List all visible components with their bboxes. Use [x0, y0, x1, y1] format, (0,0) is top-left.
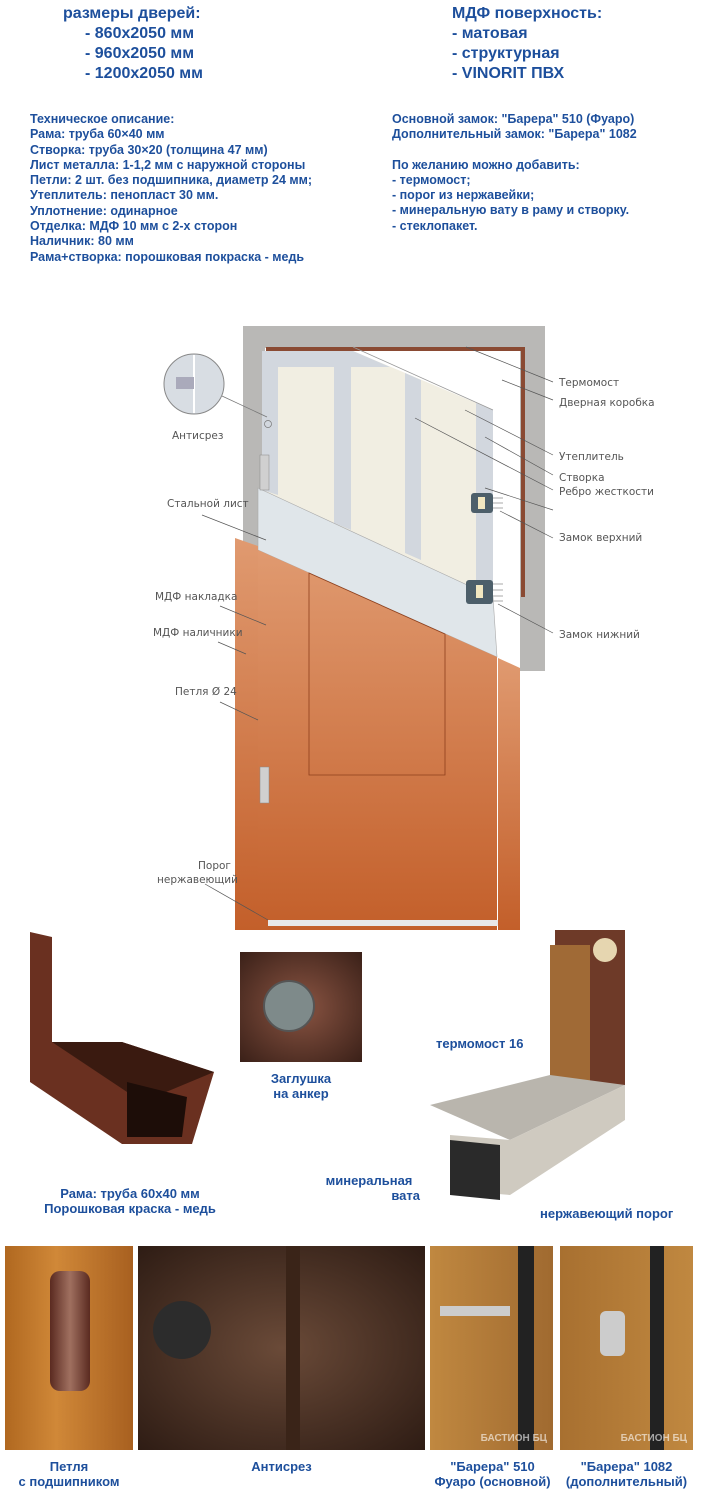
label-door-box: Дверная коробка [559, 397, 655, 409]
mdf-casing-left [235, 538, 258, 930]
threshold [268, 920, 498, 926]
label-lock-bottom: Замок нижний [559, 629, 640, 641]
label-threshold: нержавеющий [157, 874, 238, 886]
hinge-icon [259, 454, 270, 491]
thermo-label: термомост 16 [436, 1036, 524, 1051]
tech-line: Лист металла: 1-1,2 мм с наружной сторон… [30, 157, 306, 172]
mdf-title: МДФ поверхность: [452, 5, 603, 22]
leader-lines [201, 346, 554, 921]
tech-line: Рама+створка: порошковая покраска - медь [30, 249, 305, 264]
option-line: - стеклопакет. [392, 218, 478, 233]
label-rib: Ребро жесткости [559, 486, 654, 498]
lock-line: Основной замок: "Барера" 510 (Фуаро) [392, 112, 635, 126]
leaf-profile [262, 351, 390, 495]
label-insulation: Утеплитель [559, 451, 624, 463]
rib [405, 373, 421, 560]
mdf-item: - структурная [452, 45, 560, 62]
label-steel: Стальной лист [167, 498, 249, 510]
tech-line: Створка: труба 30×20 (толщина 47 мм) [30, 142, 268, 157]
tech-line: Петли: 2 шт. без подшипника, диаметр 24 … [30, 173, 313, 188]
anticut-caption: Антисрез [251, 1459, 312, 1474]
door-diagram [163, 326, 554, 930]
sizes-block: размеры дверей: - 860x2050 мм - 960x2050… [63, 4, 203, 84]
hinge-icon [259, 766, 270, 804]
frame-profile-photo [22, 932, 214, 1144]
tech-line: Утеплитель: пенопласт 30 мм. [30, 188, 219, 203]
mdf-panel-inset [308, 572, 446, 776]
lock-line: Дополнительный замок: "Барера" 1082 [392, 127, 637, 142]
label-lock-top: Замок верхний [559, 532, 643, 544]
label-hinge: Петля Ø 24 [175, 686, 237, 698]
tech-line: Уплотнение: одинарное [30, 203, 178, 218]
hinge-photo [5, 1246, 133, 1450]
size-item: - 860x2050 мм [85, 25, 195, 42]
mdf-block: МДФ поверхность: - матовая - структурная… [452, 4, 602, 84]
label-threshold: Порог [198, 860, 231, 872]
mdf-item: - VINORIT ПВХ [452, 65, 565, 82]
tech-line: Наличник: 80 мм [30, 234, 134, 249]
locks-info: Основной замок: "Барера" 510 (Фуаро) Доп… [392, 112, 637, 234]
watermark: БАСТИОН БЦ [620, 1433, 687, 1444]
option-line: - порог из нержавейки; [392, 188, 535, 203]
mdf-item: - матовая [452, 25, 528, 42]
anticut-detail-icon [163, 353, 272, 428]
mdf-panel [258, 550, 497, 930]
insulation [262, 351, 493, 600]
anchor-plug-photo [240, 952, 362, 1062]
label-mdf-casing: МДФ наличники [153, 627, 243, 639]
lock-1082-photo: БАСТИОН БЦ [560, 1246, 693, 1450]
anticut-photo [138, 1246, 425, 1450]
tech-line: Отделка: МДФ 10 мм с 2-х сторон [30, 219, 238, 234]
lock-1082-caption: "Барера" 1082(дополнительный) [565, 1459, 688, 1489]
lock-bottom-icon [466, 580, 503, 604]
size-item: - 960x2050 мм [85, 45, 195, 62]
label-anticut: Антисрез [172, 430, 224, 442]
label-thermo: Термомост [559, 377, 620, 389]
tech-line: Техническое описание: [30, 112, 175, 126]
sizes-title: размеры дверей: [63, 5, 201, 22]
option-line: - термомост; [392, 172, 471, 187]
tech-description: Техническое описание: Рама: труба 60×40 … [30, 112, 312, 265]
size-item: - 1200x2050 мм [85, 65, 203, 82]
mdf-casing-right [498, 658, 520, 930]
watermark: БАСТИОН БЦ [480, 1433, 547, 1444]
label-mdf-panel: МДФ накладка [155, 591, 238, 603]
label-leaf: Створка [559, 472, 605, 484]
lock-top-icon [471, 493, 503, 513]
thermo-bridge-photo [430, 925, 630, 1215]
lock-510-photo: БАСТИОН БЦ [430, 1246, 553, 1450]
rib [334, 367, 351, 530]
tech-line: Рама: труба 60×40 мм [30, 127, 165, 142]
option-line: По желанию можно добавить: [392, 157, 580, 172]
threshold-label: нержавеющий порог [540, 1206, 674, 1221]
option-line: - минеральную вату в раму и створку. [392, 203, 630, 218]
